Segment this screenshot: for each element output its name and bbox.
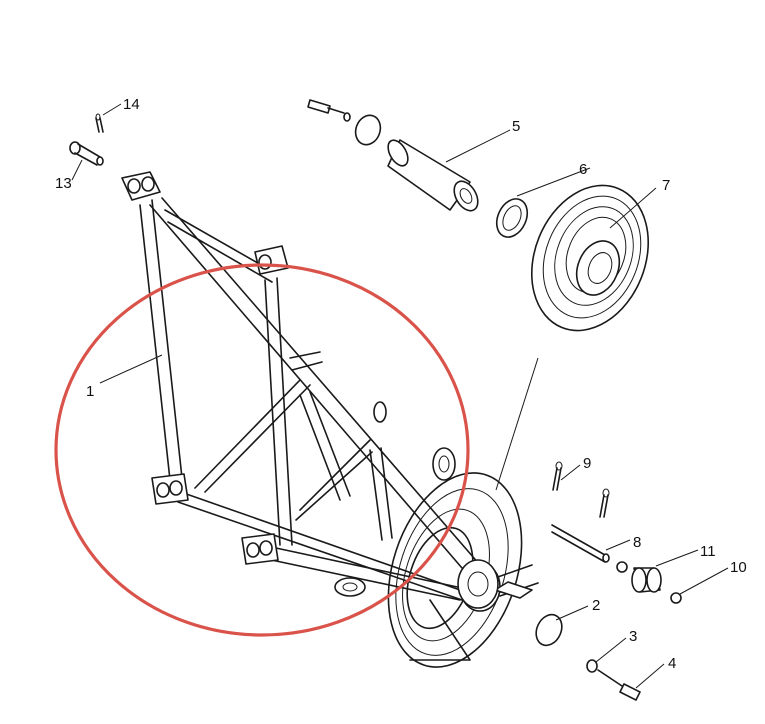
callout-9: 9 — [583, 455, 591, 472]
callout-6: 6 — [579, 161, 587, 178]
callout-3: 3 — [629, 628, 637, 645]
callout-14: 14 — [123, 96, 140, 113]
top-end-plate — [307, 99, 382, 146]
callout-7: 7 — [662, 177, 670, 194]
a-frame-assembly — [121, 171, 499, 609]
hex-bolt — [597, 669, 641, 701]
spacer-ring — [495, 198, 529, 238]
r-clips — [552, 461, 610, 518]
callout-13: 13 — [55, 175, 72, 192]
bottom-end-plate — [535, 613, 563, 647]
lock-nut — [586, 659, 598, 673]
callout-1: 1 — [86, 383, 94, 400]
rubber-bushing — [631, 567, 662, 593]
callout-2: 2 — [592, 597, 600, 614]
callout-labels: 1 2 3 4 5 6 7 8 9 10 11 13 14 — [55, 96, 747, 672]
callout-5: 5 — [512, 118, 520, 135]
leader-lines — [71, 103, 729, 689]
end-caps — [616, 561, 682, 604]
pulley-wheel — [530, 184, 650, 332]
pivot-pin — [69, 141, 104, 166]
axle-shaft — [494, 564, 539, 599]
clevis-pin — [551, 524, 610, 563]
callout-8: 8 — [633, 534, 641, 551]
callout-4: 4 — [668, 655, 676, 672]
spring-clip — [95, 113, 104, 133]
callout-11: 11 — [700, 543, 716, 560]
bushing-tube — [387, 139, 479, 212]
highlight-ring — [54, 263, 470, 637]
callout-10: 10 — [730, 559, 747, 576]
